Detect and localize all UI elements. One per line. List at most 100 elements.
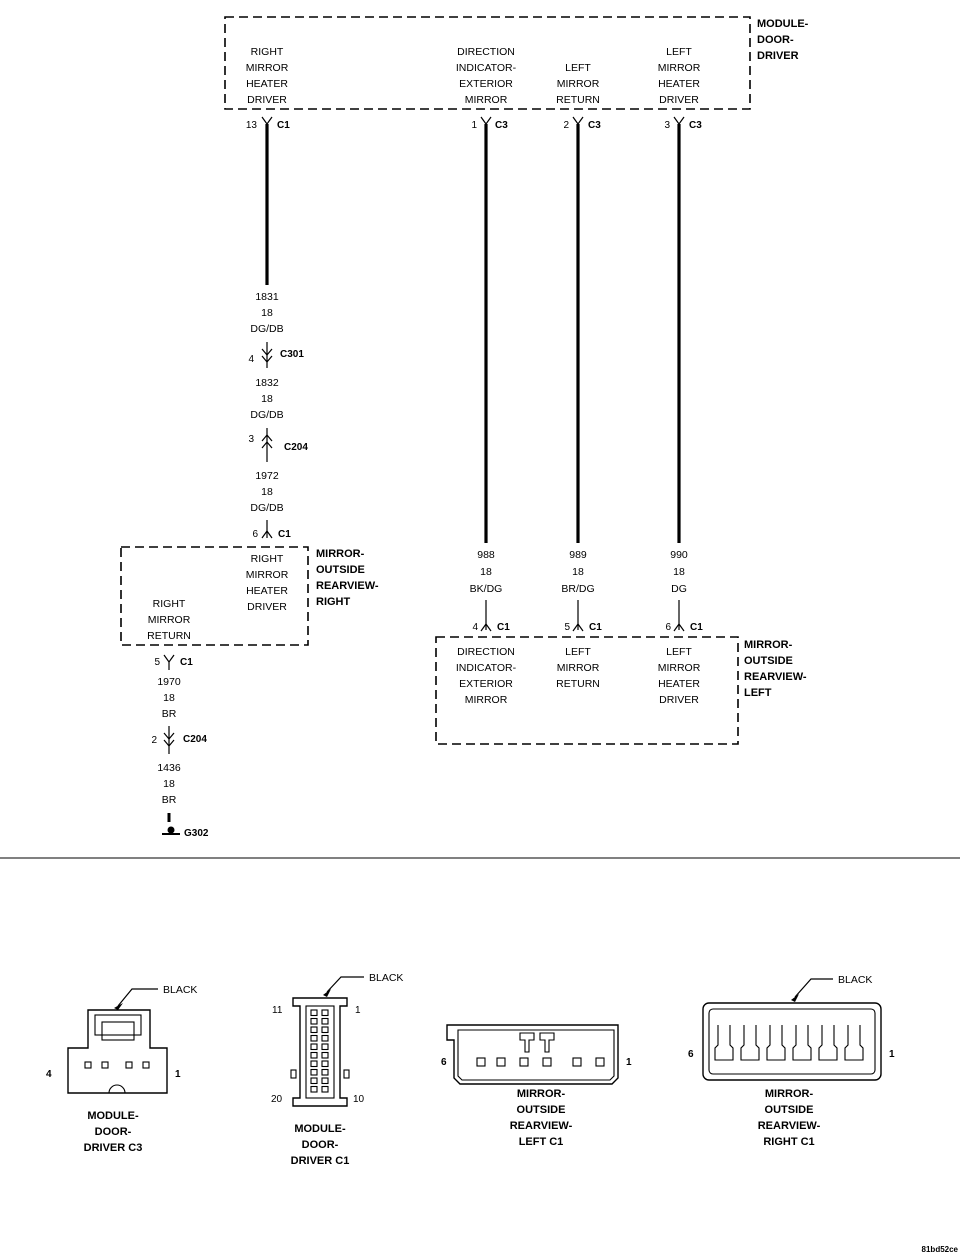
- connector-housing: [67, 1009, 168, 1094]
- pin-bottom-left: 20: [271, 1094, 283, 1105]
- caption-line1: MIRROR-: [765, 1088, 814, 1100]
- wire-circuit: 1831: [255, 291, 279, 303]
- connector-terminals: [714, 1025, 864, 1061]
- wire-color: BR/DG: [561, 583, 594, 595]
- wire-color: DG/DB: [250, 323, 283, 335]
- inline-connector-c204-a: 3 C204: [248, 428, 308, 462]
- cavity: [310, 1043, 318, 1051]
- mirror-left-pin-5-c1: 5 C1: [564, 600, 602, 633]
- mdd-label-2-l3: EXTERIOR: [459, 78, 513, 90]
- wire-circuit: 1832: [255, 377, 279, 389]
- mirror-left-title-line4: LEFT: [744, 687, 772, 699]
- ml-label-2-l1: LEFT: [565, 646, 591, 658]
- connector-name: C301: [280, 349, 304, 360]
- connector-symbol: [673, 622, 685, 632]
- pin-number: 5: [154, 657, 160, 668]
- cavity: [125, 1061, 133, 1069]
- connector-symbol: [163, 732, 175, 747]
- ground-g302: G302: [162, 813, 209, 839]
- caption-line1: MODULE-: [294, 1123, 346, 1135]
- ml-label-3-l4: DRIVER: [659, 694, 699, 706]
- figure-id: 81bd52ce: [922, 1245, 959, 1254]
- terminal: [844, 1025, 864, 1061]
- connector-view-module-door-driver-c3: BLACK 4 1 MODULE- DOOR- DRIVER C3: [46, 984, 197, 1154]
- wire-circuit: 1972: [255, 470, 279, 482]
- connector-symbol: [673, 116, 685, 126]
- wire-gauge: 18: [673, 566, 685, 578]
- callout-leader: [117, 988, 158, 1007]
- wire-1972-label: 1972 18 DG/DB: [250, 470, 283, 514]
- pin-right: 1: [175, 1069, 181, 1080]
- mirror-right-pin-labels: RIGHT MIRROR HEATER DRIVER RIGHT MIRROR …: [147, 553, 289, 642]
- mdd-label-1-l2: MIRROR: [246, 62, 289, 74]
- connector-name: C3: [588, 120, 601, 131]
- terminal: [539, 1032, 555, 1053]
- connector-symbol: [261, 529, 273, 539]
- mdd-label-4-l2: MIRROR: [658, 62, 701, 74]
- caption-line2: DOOR-: [302, 1139, 339, 1151]
- connector-caption: MIRROR- OUTSIDE REARVIEW- RIGHT C1: [758, 1088, 821, 1148]
- connector-symbol: [261, 116, 273, 126]
- wire-1970-label: 1970 18 BR: [157, 676, 181, 720]
- terminal: [714, 1025, 734, 1061]
- connector-housing: [292, 997, 348, 1107]
- callout-arrow: [323, 989, 331, 997]
- mirror-right-title-line3: REARVIEW-: [316, 580, 379, 592]
- wire-1831-label: 1831 18 DG/DB: [250, 291, 283, 335]
- wire-1832-label: 1832 18 DG/DB: [250, 377, 283, 421]
- cavity: [321, 1060, 329, 1068]
- cavity: [84, 1061, 92, 1069]
- module-door-driver-title: MODULE- DOOR- DRIVER: [757, 18, 809, 62]
- connector-face: [457, 1029, 615, 1081]
- cavity: [321, 1017, 329, 1025]
- ml-label-1-l4: MIRROR: [465, 694, 508, 706]
- pin-bottom-right: 10: [353, 1094, 365, 1105]
- connector-name: C1: [180, 657, 193, 668]
- mdd-pin-3-c3: 3 C3: [664, 116, 702, 131]
- connector-name: C204: [183, 734, 207, 745]
- pin-number: 6: [252, 529, 258, 540]
- caption-line1: MODULE-: [87, 1110, 139, 1122]
- cavity: [310, 1077, 318, 1085]
- connector-symbol: [261, 348, 273, 363]
- ml-label-3-l1: LEFT: [666, 646, 692, 658]
- module-door-driver-pin-labels: RIGHT MIRROR HEATER DRIVER DIRECTION IND…: [246, 46, 701, 106]
- mr-label-2-l1: RIGHT: [153, 598, 186, 610]
- mirror-right-pin-6-c1: 6 C1: [252, 520, 291, 540]
- cavity: [572, 1057, 582, 1067]
- module-door-driver-title-line2: DOOR-: [757, 34, 794, 46]
- connector-body: [305, 1005, 335, 1099]
- mdd-label-2-l1: DIRECTION: [457, 46, 515, 58]
- pin-number: 4: [248, 354, 254, 365]
- caption-line4: RIGHT C1: [763, 1136, 814, 1148]
- pin-number: 3: [664, 120, 670, 131]
- pin-left: 4: [46, 1069, 52, 1080]
- connector-key: [108, 1084, 126, 1094]
- mirror-left-title: MIRROR- OUTSIDE REARVIEW- LEFT: [744, 639, 807, 699]
- connector-name: C204: [284, 442, 308, 453]
- terminal: [818, 1025, 838, 1061]
- mirror-right-title-line4: RIGHT: [316, 596, 351, 608]
- cavity: [310, 1060, 318, 1068]
- cavity: [101, 1061, 109, 1069]
- wire-color: DG/DB: [250, 409, 283, 421]
- connector-ear: [343, 1069, 350, 1079]
- connector-housing: [702, 1002, 882, 1081]
- connector-symbol: [480, 622, 492, 632]
- cavity: [496, 1057, 506, 1067]
- pin-number: 2: [151, 735, 157, 746]
- ml-label-1-l2: INDICATOR-: [456, 662, 517, 674]
- connector-symbol: [572, 116, 584, 126]
- wire-gauge: 18: [163, 778, 175, 790]
- connector-name: C1: [277, 120, 290, 131]
- mirror-left-pin-4-c1: 4 C1: [472, 600, 510, 633]
- mirror-right-box: [120, 546, 309, 646]
- cavity: [321, 1043, 329, 1051]
- terminal: [792, 1025, 812, 1061]
- ground-name: G302: [184, 828, 209, 839]
- ground-icon: [167, 826, 175, 834]
- connector-caption: MODULE- DOOR- DRIVER C1: [291, 1123, 350, 1167]
- pin-top-left: 11: [272, 1005, 283, 1016]
- mdd-label-2-l4: MIRROR: [465, 94, 508, 106]
- mdd-label-1-l1: RIGHT: [251, 46, 284, 58]
